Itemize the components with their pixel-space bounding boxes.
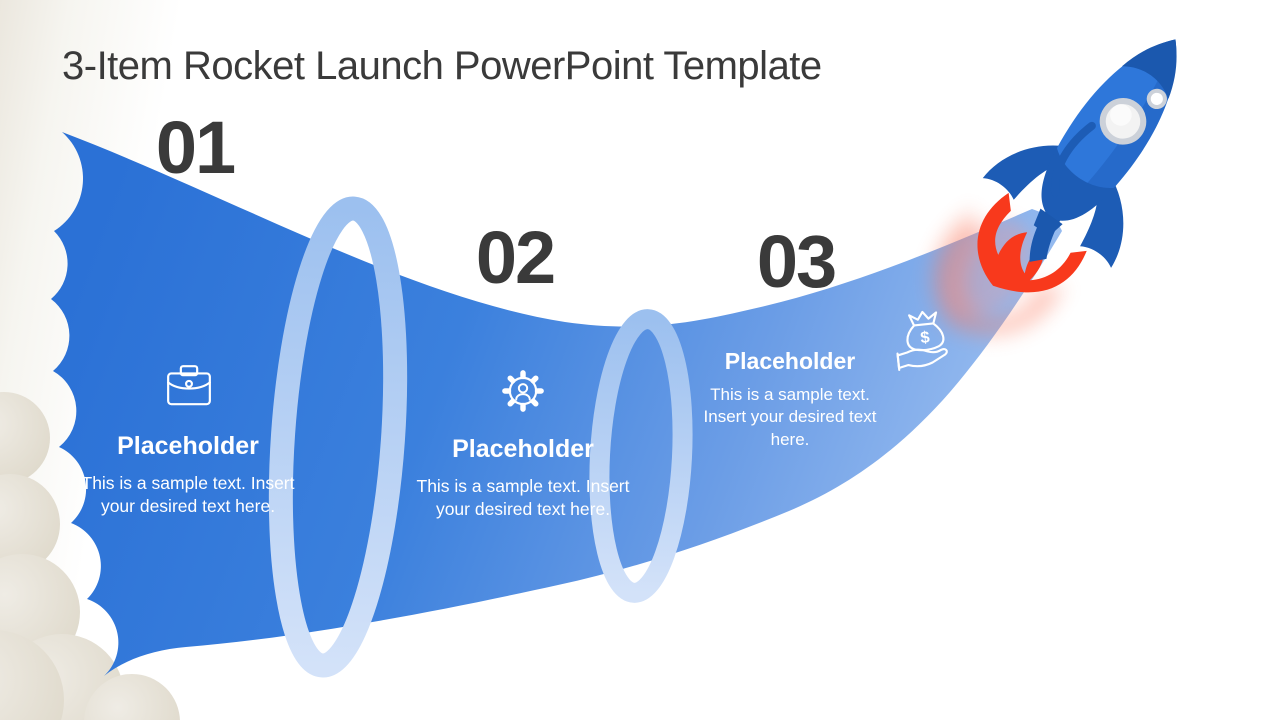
item-title-3: Placeholder	[724, 348, 856, 374]
item-body-1: This is a sample text. Insert your desir…	[81, 473, 295, 517]
trail-ring-1	[268, 196, 408, 678]
slide-title: 3-Item Rocket Launch PowerPoint Template	[62, 44, 822, 88]
dollar-glyph: $	[920, 328, 931, 347]
step-number-3: 03	[756, 220, 837, 303]
item-title-1: Placeholder	[117, 432, 259, 460]
trail-ring-2	[589, 309, 693, 603]
money-bag-hand-icon: $	[896, 310, 948, 371]
item-body-3: This is a sample text. Insert your desir…	[703, 385, 877, 449]
rocket-icon	[982, 39, 1177, 268]
step-number-2: 02	[475, 216, 556, 299]
briefcase-icon	[167, 365, 211, 406]
cloud-puffs	[0, 392, 180, 720]
rocket-flame	[933, 192, 1087, 335]
item-body-2: This is a sample text. Insert your desir…	[416, 476, 630, 520]
step-number-1: 01	[155, 106, 236, 189]
gear-user-icon	[502, 370, 544, 412]
item-title-2: Placeholder	[452, 435, 594, 463]
